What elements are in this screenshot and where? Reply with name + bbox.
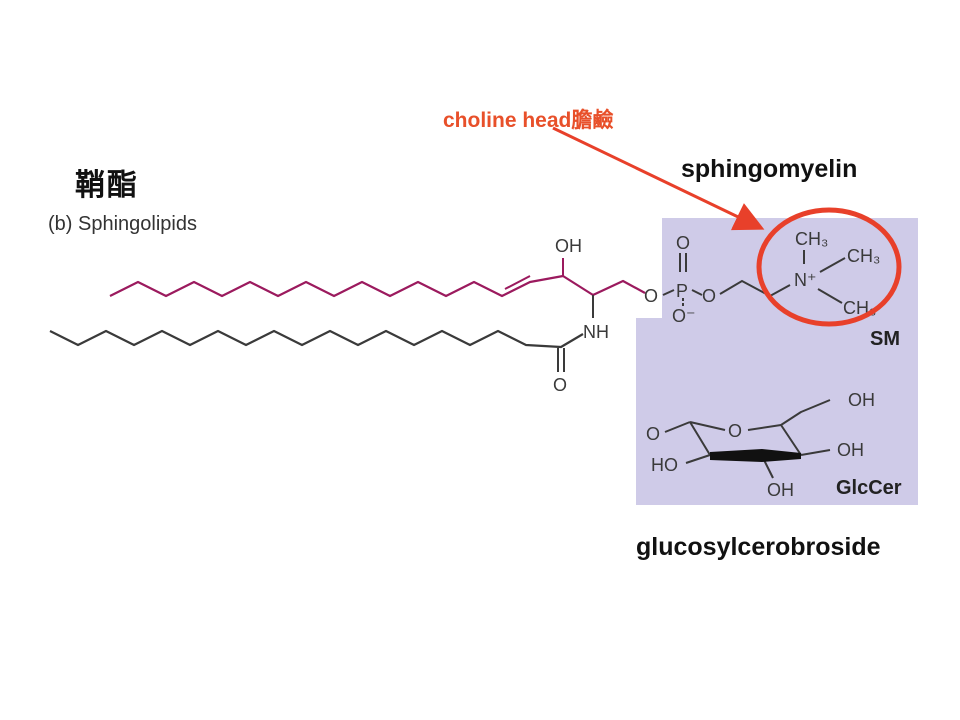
ch3-label-b: CH₃ (847, 246, 880, 266)
n-methyl-bond-b (819, 257, 846, 273)
nh-label: NH (583, 322, 609, 342)
page-title-chinese: 鞘酯 (75, 169, 139, 202)
glc-ho-left-label: HO (651, 455, 678, 475)
carbonyl-o-label: O (553, 375, 567, 395)
n-methyl-bond-c (817, 288, 843, 304)
choline-head-annotation: choline head膽鹼 (443, 109, 614, 132)
o-p-bond (662, 289, 675, 296)
ester-o-label: O (644, 286, 658, 306)
glc-ch2oh-label: OH (848, 390, 875, 410)
section-label: (b) Sphingolipids (48, 213, 197, 235)
annotation-arrow (552, 126, 765, 231)
p-o-bond (691, 289, 703, 296)
glc-oh-right-label: OH (837, 440, 864, 460)
headgroup-panel (636, 218, 918, 505)
phosphate-o-minus-label: O⁻ (672, 306, 696, 326)
phosphate-double-o-label: O (676, 233, 690, 253)
sphingosine-chain (109, 274, 646, 298)
ch3-label-a: CH₃ (795, 229, 828, 249)
glc-anomeric-o-label: O (646, 424, 660, 444)
glucosylcerebroside-label: glucosylcerobroside (636, 533, 881, 561)
glucose-ring-front-edge (710, 449, 801, 462)
glccer-badge: GlcCer (836, 477, 902, 499)
phosphorus-label: P (676, 281, 688, 301)
n-plus-label: N⁺ (794, 270, 817, 290)
sm-badge: SM (870, 328, 900, 350)
glc-oh-bottom-label: OH (767, 480, 794, 500)
oh-label: OH (555, 236, 582, 256)
sphingomyelin-label: sphingomyelin (681, 155, 858, 183)
choline-highlight-circle (756, 207, 902, 327)
double-bond-line (504, 275, 531, 290)
choline-chain (719, 279, 791, 298)
fatty-acid-chain (49, 329, 584, 349)
glc-ring-o-label: O (728, 421, 742, 441)
phosphate-o-label: O (702, 286, 716, 306)
